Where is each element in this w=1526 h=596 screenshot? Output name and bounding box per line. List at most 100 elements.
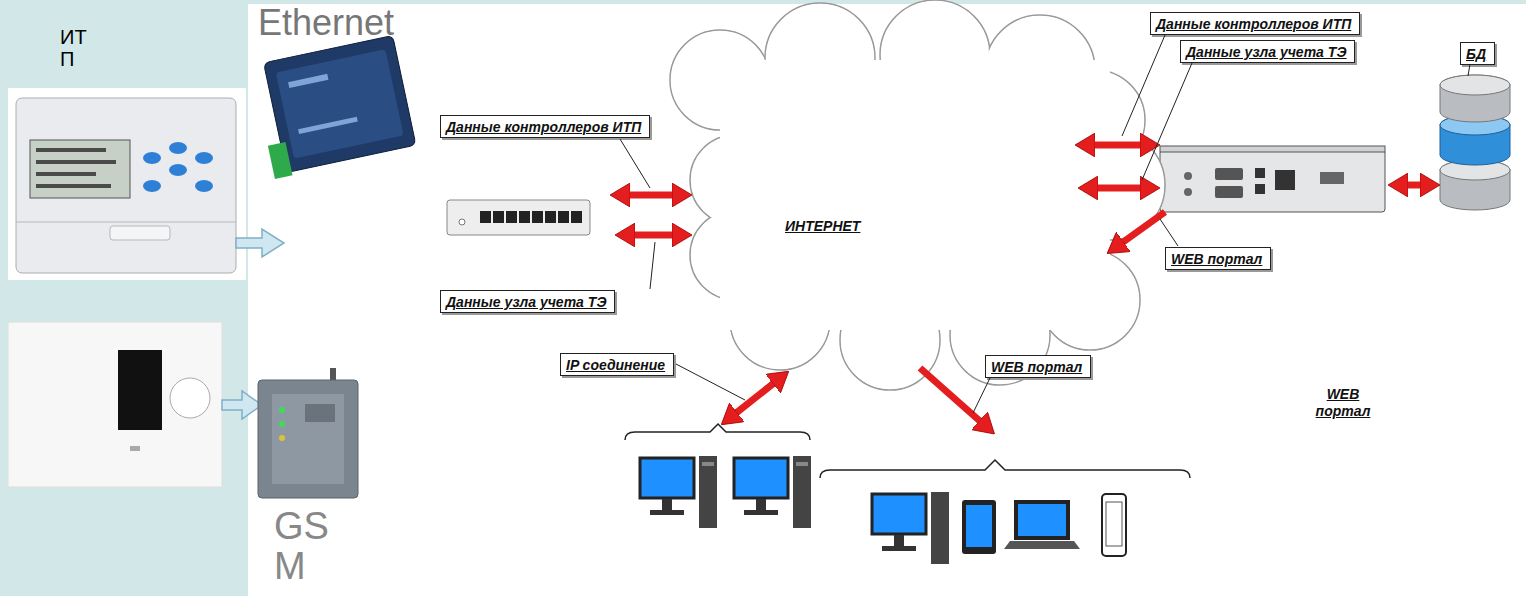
screen-line xyxy=(36,172,96,176)
laptop-screen xyxy=(1018,504,1066,536)
monitor-stand xyxy=(894,535,904,547)
leader-line xyxy=(973,378,990,413)
screen-line xyxy=(36,160,116,164)
monitor xyxy=(872,494,926,534)
callout-box: Данные узла учета ТЭ xyxy=(1180,40,1355,63)
itp-label: ИТП xyxy=(60,26,92,70)
top-strip xyxy=(0,0,1526,4)
button xyxy=(195,180,213,192)
link-arrow xyxy=(222,391,262,419)
converter-face xyxy=(276,49,404,158)
data-arrow xyxy=(616,192,686,199)
web-arrow xyxy=(920,368,990,430)
port xyxy=(480,211,491,223)
pc-tower xyxy=(699,456,717,528)
callout-text: Данные узла учета ТЭ xyxy=(446,294,607,311)
tablet-screen xyxy=(966,505,992,547)
led xyxy=(279,407,285,413)
port xyxy=(493,211,504,223)
phone-screen xyxy=(1106,502,1122,546)
data-arrow xyxy=(621,232,686,239)
internet-cloud: ИНТЕРНЕТ xyxy=(640,0,1170,395)
port xyxy=(519,211,530,223)
callout-text: IP соединение xyxy=(566,357,665,374)
cover-handle xyxy=(110,226,170,240)
db-disk xyxy=(1440,75,1510,122)
laptop-lid xyxy=(1014,500,1070,540)
usb-port xyxy=(130,446,140,451)
callout-box: Данные узла учета ТЭ xyxy=(440,290,615,313)
server-box xyxy=(1160,150,1385,212)
leader-line xyxy=(1122,35,1165,136)
leader-line xyxy=(1160,219,1178,246)
ethernet-converter xyxy=(251,35,417,179)
gsm-label: GSM xyxy=(274,506,344,586)
monitor xyxy=(640,458,694,498)
callout-text: БД xyxy=(1466,46,1486,63)
callout-box: IP соединение xyxy=(560,353,674,376)
monitor-base xyxy=(882,546,916,551)
callout-box: WEB портал xyxy=(985,355,1091,378)
db-disk xyxy=(1440,160,1510,210)
server-port xyxy=(1215,168,1243,180)
controller-knob xyxy=(170,378,210,418)
leader-line xyxy=(620,139,650,188)
laptop-base xyxy=(1004,541,1080,549)
controller-housing xyxy=(16,98,236,273)
button xyxy=(169,164,187,176)
button xyxy=(143,152,161,164)
server-led xyxy=(1184,188,1192,196)
callout-text: WEB портал xyxy=(991,359,1082,376)
port xyxy=(558,211,569,223)
callout-box: WEB портал xyxy=(1165,247,1271,270)
db-arrow xyxy=(1394,182,1434,189)
pc-tower xyxy=(793,456,811,528)
button xyxy=(143,180,161,192)
callout-box: Данные контроллеров ИТП xyxy=(440,115,650,138)
tablet xyxy=(962,500,996,554)
leader-line xyxy=(1468,64,1470,76)
controller-housing xyxy=(8,322,222,487)
terminal-block xyxy=(268,142,293,179)
server-ridge xyxy=(1160,146,1385,152)
phone xyxy=(1102,494,1126,556)
server-port xyxy=(1255,168,1265,178)
server-led xyxy=(1184,172,1192,180)
callout-box: БД xyxy=(1460,42,1495,65)
data-arrow xyxy=(1081,142,1154,149)
callout-text: Данные контроллеров ИТП xyxy=(1156,16,1351,33)
port xyxy=(532,211,543,223)
led xyxy=(279,435,285,441)
leader-line xyxy=(676,364,745,400)
monitor-stand xyxy=(756,499,766,511)
converter-mark xyxy=(288,74,328,88)
leader-line xyxy=(650,242,655,289)
server-port xyxy=(1215,186,1243,198)
port xyxy=(545,211,556,223)
cloud-label: ИНТЕРНЕТ xyxy=(785,218,860,235)
photo-ground xyxy=(8,88,246,280)
controller-display xyxy=(118,350,162,430)
cloud-fill xyxy=(720,60,1110,330)
side-panel xyxy=(0,0,248,596)
callout-text: Данные узла учета ТЭ xyxy=(1186,44,1347,61)
server-port xyxy=(1255,184,1265,194)
callout-text: Данные контроллеров ИТП xyxy=(446,119,641,136)
housing-seam xyxy=(16,222,236,223)
modem-logo xyxy=(305,404,335,422)
screen-line xyxy=(36,184,111,188)
button xyxy=(195,152,213,164)
callout-box: Данные контроллеров ИТП xyxy=(1150,12,1360,35)
modem-face xyxy=(272,394,344,484)
cloud-outline xyxy=(640,0,1170,395)
pc-drive xyxy=(702,462,714,466)
button xyxy=(169,142,187,154)
server-port xyxy=(1320,172,1344,184)
ip-arrow xyxy=(726,375,784,421)
converter-mark xyxy=(298,117,358,134)
network-switch xyxy=(447,200,590,235)
data-arrow xyxy=(1084,185,1154,192)
web-arrow xyxy=(1112,212,1165,250)
